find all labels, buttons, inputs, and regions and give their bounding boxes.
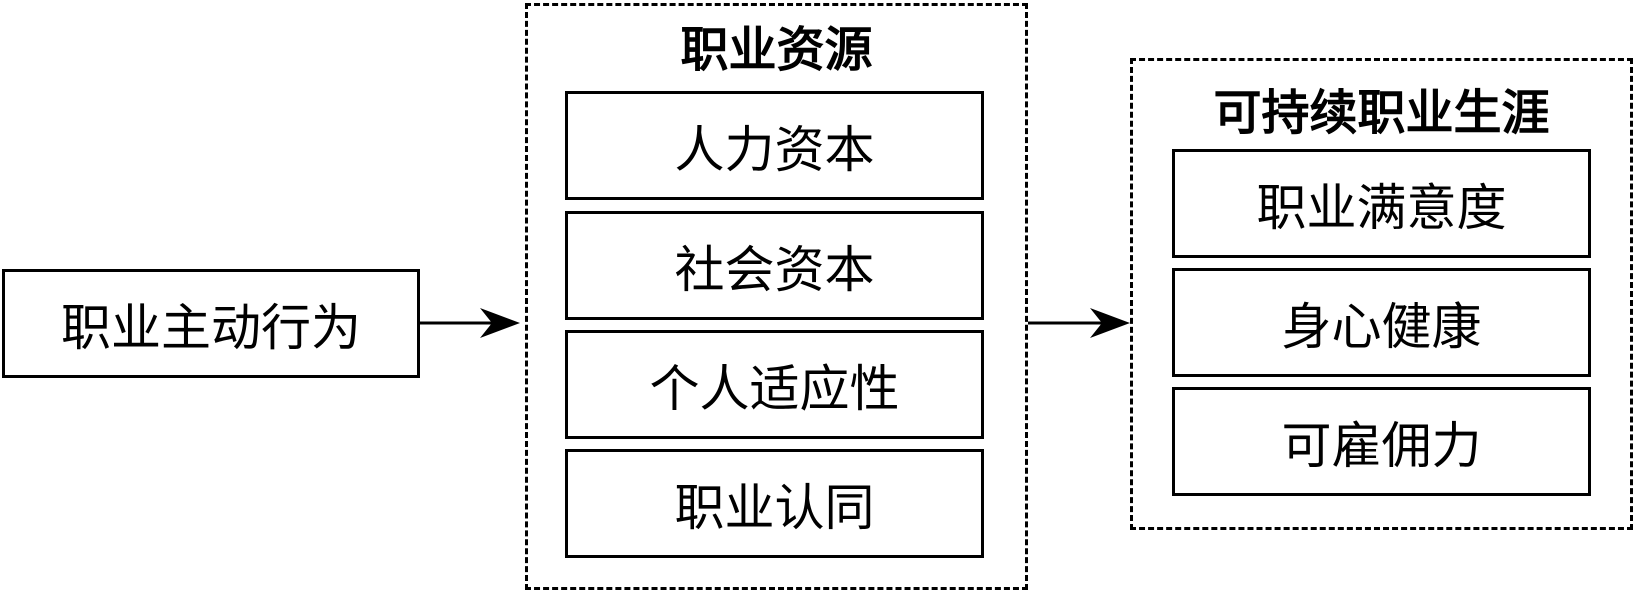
outcome-box-health: 身心健康	[1172, 268, 1591, 377]
resource-box-career-identity: 职业认同	[565, 449, 984, 558]
resource-box-human-capital: 人力资本	[565, 91, 984, 200]
box-label: 个人适应性	[649, 359, 900, 418]
box-label: 职业满意度	[1256, 178, 1507, 237]
box-label: 社会资本	[674, 240, 875, 299]
outcome-box-career-satisfaction: 职业满意度	[1172, 149, 1591, 258]
box-label: 可雇佣力	[1281, 416, 1482, 475]
career-proactive-behavior-box: 职业主动行为	[2, 269, 420, 378]
arrow-1	[420, 308, 520, 338]
box-label: 身心健康	[1281, 297, 1482, 356]
box-label: 职业认同	[674, 478, 875, 537]
career-resources-group	[525, 3, 1028, 590]
arrow-2	[1028, 308, 1130, 338]
career-resources-title: 职业资源	[680, 22, 873, 78]
resource-box-social-capital: 社会资本	[565, 211, 984, 320]
outcome-box-employability: 可雇佣力	[1172, 387, 1591, 496]
resource-box-adaptability: 个人适应性	[565, 330, 984, 439]
sustainable-career-group	[1130, 58, 1633, 530]
sustainable-career-title: 可持续职业生涯	[1213, 85, 1550, 141]
box-label: 人力资本	[674, 120, 875, 179]
box-label: 职业主动行为	[61, 298, 361, 357]
